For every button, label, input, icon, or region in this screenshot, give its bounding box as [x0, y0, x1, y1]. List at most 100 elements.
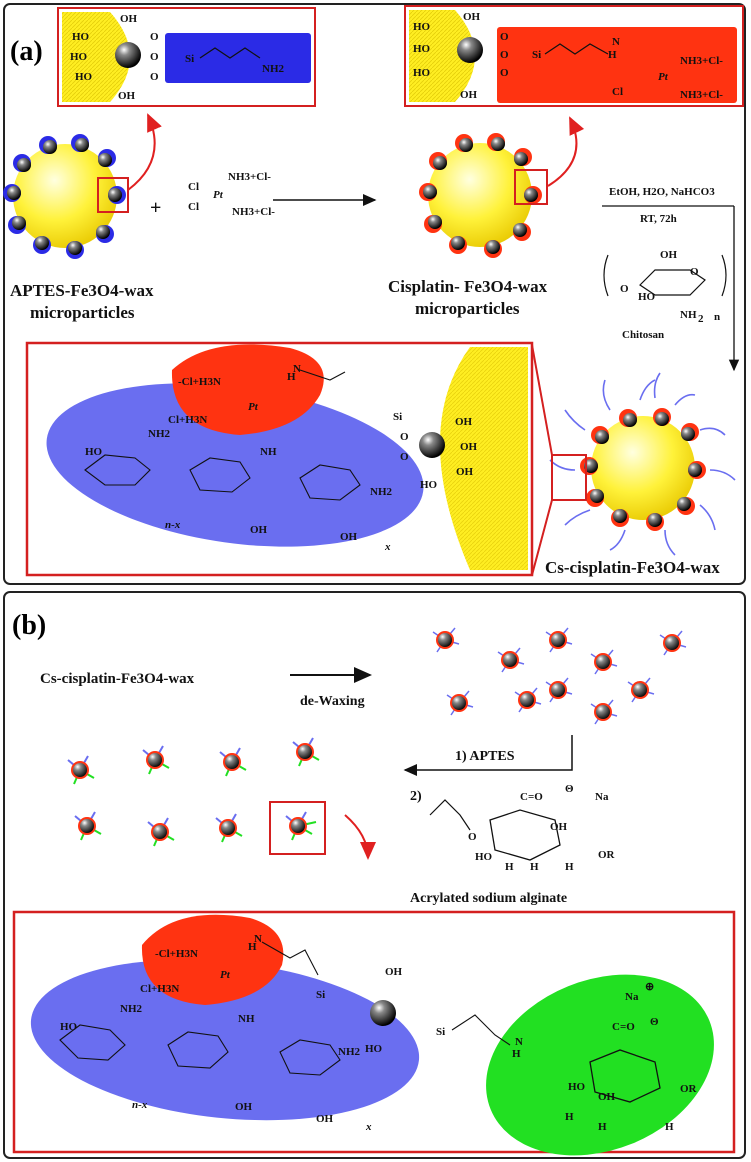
svg-text:x: x: [384, 541, 391, 553]
svg-text:OR: OR: [598, 849, 616, 861]
svg-text:N: N: [515, 1036, 523, 1048]
svg-text:HO: HO: [638, 291, 656, 303]
svg-text:O: O: [500, 31, 509, 43]
svg-text:NH3+Cl-: NH3+Cl-: [680, 55, 723, 67]
aptes-step-arrow: [403, 735, 573, 776]
svg-text:NH2: NH2: [338, 1046, 361, 1058]
functionalized-particles: [67, 737, 376, 860]
svg-text:H: H: [287, 371, 296, 383]
panel-a-frame: [3, 3, 746, 585]
svg-text:Θ: Θ: [565, 783, 574, 795]
step2-label: 2): [410, 789, 422, 804]
svg-text:H: H: [565, 1111, 574, 1123]
svg-text:OH: OH: [463, 11, 481, 23]
b-start-label: Cs-cisplatin-Fe3O4-wax: [40, 671, 195, 687]
svg-text:OH: OH: [550, 821, 568, 833]
svg-text:OH: OH: [455, 416, 473, 428]
svg-text:OR: OR: [680, 1083, 698, 1095]
aptes-label-1: APTES-Fe3O4-wax: [10, 281, 154, 300]
cisplatin-inset: OH HO HO HO OH O O O Si H N Pt NH3+Cl- N…: [404, 5, 744, 107]
dewax-label: de-Waxing: [300, 694, 365, 709]
svg-text:Na: Na: [625, 991, 639, 1003]
inset1-ho-1: HO: [72, 31, 90, 43]
aptes-inset: OH OH HO HO HO O O O Si NH2: [57, 7, 316, 107]
svg-text:Cl+H3N: Cl+H3N: [140, 983, 179, 995]
inset1-ho-3: HO: [75, 71, 93, 83]
svg-text:HO: HO: [568, 1081, 586, 1093]
svg-text:NH3+Cl-: NH3+Cl-: [232, 206, 275, 218]
svg-text:OH: OH: [460, 441, 478, 453]
svg-text:HO: HO: [413, 43, 431, 55]
cisplatin-particle: [419, 116, 585, 258]
svg-text:2: 2: [698, 313, 704, 325]
svg-text:-Cl+H3N: -Cl+H3N: [178, 376, 221, 388]
svg-text:HO: HO: [60, 1021, 78, 1033]
svg-text:Pt: Pt: [213, 189, 224, 201]
svg-text:N: N: [254, 933, 262, 945]
inset1-oh-top: OH: [120, 13, 138, 25]
svg-text:NH2: NH2: [120, 1003, 143, 1015]
cisplatin-label-1: Cisplatin- Fe3O4-wax: [388, 277, 548, 296]
panel-b-tag: (b): [12, 610, 46, 641]
svg-text:O: O: [150, 31, 159, 43]
svg-text:O: O: [500, 67, 509, 79]
svg-text:H: H: [608, 49, 617, 61]
panel-a-tag: (a): [10, 36, 43, 67]
cs-cisplatin-label: Cs-cisplatin-Fe3O4-wax: [545, 558, 720, 577]
svg-text:NH2: NH2: [370, 486, 393, 498]
svg-text:n-x: n-x: [165, 519, 181, 531]
svg-text:Si: Si: [532, 49, 541, 61]
svg-text:Pt: Pt: [220, 969, 231, 981]
svg-text:H: H: [665, 1121, 674, 1133]
chitosan-label: Chitosan: [622, 329, 664, 341]
svg-text:H: H: [248, 941, 257, 953]
svg-text:OH: OH: [660, 249, 678, 261]
svg-text:NH: NH: [680, 309, 697, 321]
svg-text:Si: Si: [393, 411, 402, 423]
svg-text:Cl: Cl: [188, 181, 199, 193]
conditions-2: RT, 72h: [640, 213, 677, 225]
svg-text:n-x: n-x: [132, 1099, 148, 1111]
svg-text:-Cl+H3N: -Cl+H3N: [155, 948, 198, 960]
svg-text:Cl: Cl: [612, 86, 623, 98]
svg-text:H: H: [505, 861, 514, 873]
svg-text:HO: HO: [85, 446, 103, 458]
aptes-particle: [3, 113, 162, 259]
alginate-structure: C=O Θ Na O HO H H H OH OR: [429, 783, 616, 873]
svg-text:O: O: [150, 51, 159, 63]
svg-text:Si: Si: [316, 989, 325, 1001]
conditions-1: EtOH, H2O, NaHCO3: [609, 186, 715, 198]
svg-text:Θ: Θ: [650, 1016, 659, 1028]
aptes-label-2: microparticles: [30, 303, 135, 322]
svg-text:⊕: ⊕: [645, 981, 654, 993]
inset1-oh-bottom: OH: [118, 90, 136, 102]
dewaxed-particles: [432, 627, 687, 725]
svg-text:Pt: Pt: [658, 71, 669, 83]
inset1-ho-2: HO: [70, 51, 88, 63]
svg-text:n: n: [714, 311, 720, 323]
svg-text:H: H: [598, 1121, 607, 1133]
chitosan-conjugate-inset: -Cl+H3N Cl+H3N Pt HN Si OO OH OH OH HO N…: [25, 341, 534, 577]
panel-b-frame: [3, 591, 746, 1159]
svg-text:OH: OH: [250, 524, 268, 536]
cisplatin-molecule: Cl Cl Pt NH3+Cl- NH3+Cl-: [188, 171, 275, 218]
svg-text:C=O: C=O: [520, 791, 543, 803]
svg-text:H: H: [530, 861, 539, 873]
step1-label: 1) APTES: [455, 749, 515, 764]
cisplatin-label-2: microparticles: [415, 299, 520, 318]
svg-text:H: H: [512, 1048, 521, 1060]
svg-text:NH: NH: [238, 1013, 255, 1025]
svg-text:H: H: [565, 861, 574, 873]
svg-text:C=O: C=O: [612, 1021, 635, 1033]
svg-text:O: O: [468, 831, 477, 843]
svg-text:N: N: [612, 36, 620, 48]
svg-text:NH2: NH2: [148, 428, 171, 440]
svg-text:OH: OH: [340, 531, 358, 543]
alginate-label: Acrylated sodium alginate: [410, 891, 567, 906]
svg-text:Pt: Pt: [248, 401, 259, 413]
svg-text:OH: OH: [316, 1113, 334, 1125]
svg-text:O: O: [400, 431, 409, 443]
svg-text:O: O: [150, 71, 159, 83]
